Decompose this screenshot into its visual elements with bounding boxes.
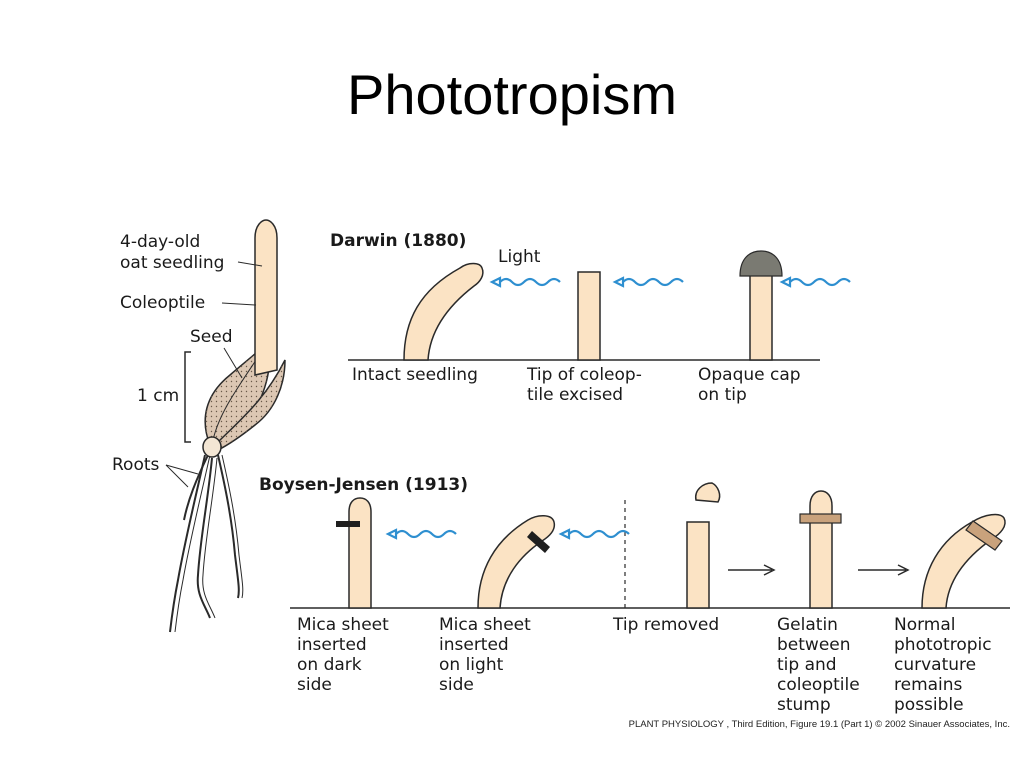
light-wave-icon bbox=[489, 276, 561, 288]
boysen-jensen-heading: Boysen-Jensen (1913) bbox=[259, 475, 468, 495]
panel-label: coleoptile bbox=[777, 675, 860, 695]
panel-label: Opaque cap bbox=[698, 365, 801, 385]
panel-label: side bbox=[297, 675, 332, 695]
light-label: Light bbox=[498, 247, 541, 267]
figure-credit: PLANT PHYSIOLOGY , Third Edition, Figure… bbox=[628, 719, 1010, 730]
panel-label: tile excised bbox=[527, 385, 623, 405]
seedling-label: oat seedling bbox=[120, 253, 224, 273]
light-wave-icon bbox=[779, 276, 851, 288]
coleoptile-tip-excised bbox=[577, 271, 601, 361]
light-wave-icon bbox=[612, 276, 684, 288]
panel-label: on dark bbox=[297, 655, 362, 675]
panel-label: stump bbox=[777, 695, 831, 715]
root bbox=[183, 454, 209, 521]
coleoptile-capped bbox=[749, 271, 773, 361]
panel-label: Tip removed bbox=[612, 615, 719, 635]
seed-base bbox=[202, 436, 222, 458]
panel-label: Mica sheet bbox=[297, 615, 389, 635]
coleoptile-gelatin bbox=[809, 490, 833, 609]
light-wave-icon bbox=[385, 528, 457, 540]
panel-label: inserted bbox=[439, 635, 509, 655]
panel-label: Gelatin bbox=[777, 615, 838, 635]
panel-label: curvature bbox=[894, 655, 976, 675]
seedling-label: 4-day-old bbox=[120, 232, 200, 252]
root bbox=[217, 454, 240, 599]
panel-label: between bbox=[777, 635, 851, 655]
light-wave-icon bbox=[558, 528, 630, 540]
arrow-icon bbox=[728, 564, 776, 576]
darwin-panel-labels: Intact seedling Tip of coleop- tile exci… bbox=[352, 365, 801, 405]
panel-label: on tip bbox=[698, 385, 747, 405]
coleoptile bbox=[254, 219, 278, 376]
boysen-jensen-experiment: Boysen-Jensen (1913) Mica sheet bbox=[259, 475, 1010, 715]
panel-label: inserted bbox=[297, 635, 367, 655]
root bbox=[196, 457, 213, 619]
opaque-cap bbox=[739, 250, 783, 277]
mica-sheet bbox=[336, 521, 360, 527]
coleoptile-bent bbox=[403, 262, 484, 361]
darwin-heading: Darwin (1880) bbox=[330, 231, 466, 251]
panel-label: tip and bbox=[777, 655, 837, 675]
coleoptile-stump bbox=[686, 521, 710, 609]
arrow-icon bbox=[858, 564, 910, 576]
coleoptile-mica-light bbox=[477, 515, 556, 609]
mica-sheet bbox=[527, 531, 550, 553]
panel-label: Intact seedling bbox=[352, 365, 478, 385]
coleoptile-label: Coleoptile bbox=[120, 293, 205, 313]
panel-label: side bbox=[439, 675, 474, 695]
root bbox=[169, 454, 206, 633]
panel-label: remains bbox=[894, 675, 963, 695]
panel-label: Tip of coleop- bbox=[526, 365, 642, 385]
oat-seedling-illustration: 4-day-old oat seedling Coleoptile Seed 1… bbox=[112, 219, 286, 633]
removed-tip bbox=[694, 482, 721, 503]
boysen-jensen-panel-labels: Mica sheet inserted on dark side Mica sh… bbox=[297, 615, 992, 715]
seed-label: Seed bbox=[190, 327, 233, 347]
roots-label: Roots bbox=[112, 455, 160, 475]
gelatin-block bbox=[799, 513, 842, 524]
coleoptile-curved bbox=[921, 513, 1006, 609]
scale-label: 1 cm bbox=[137, 386, 179, 406]
panel-label: Normal bbox=[894, 615, 956, 635]
slide-title: Phototropism bbox=[347, 63, 677, 126]
scale-bar bbox=[184, 351, 191, 443]
panel-label: possible bbox=[894, 695, 964, 715]
darwin-experiment: Darwin (1880) Light Intact seedling Tip … bbox=[330, 231, 851, 405]
gelatin-block bbox=[965, 520, 1003, 551]
panel-label: Mica sheet bbox=[439, 615, 531, 635]
panel-label: phototropic bbox=[894, 635, 992, 655]
coleoptile-mica-dark bbox=[348, 497, 372, 609]
panel-label: on light bbox=[439, 655, 504, 675]
